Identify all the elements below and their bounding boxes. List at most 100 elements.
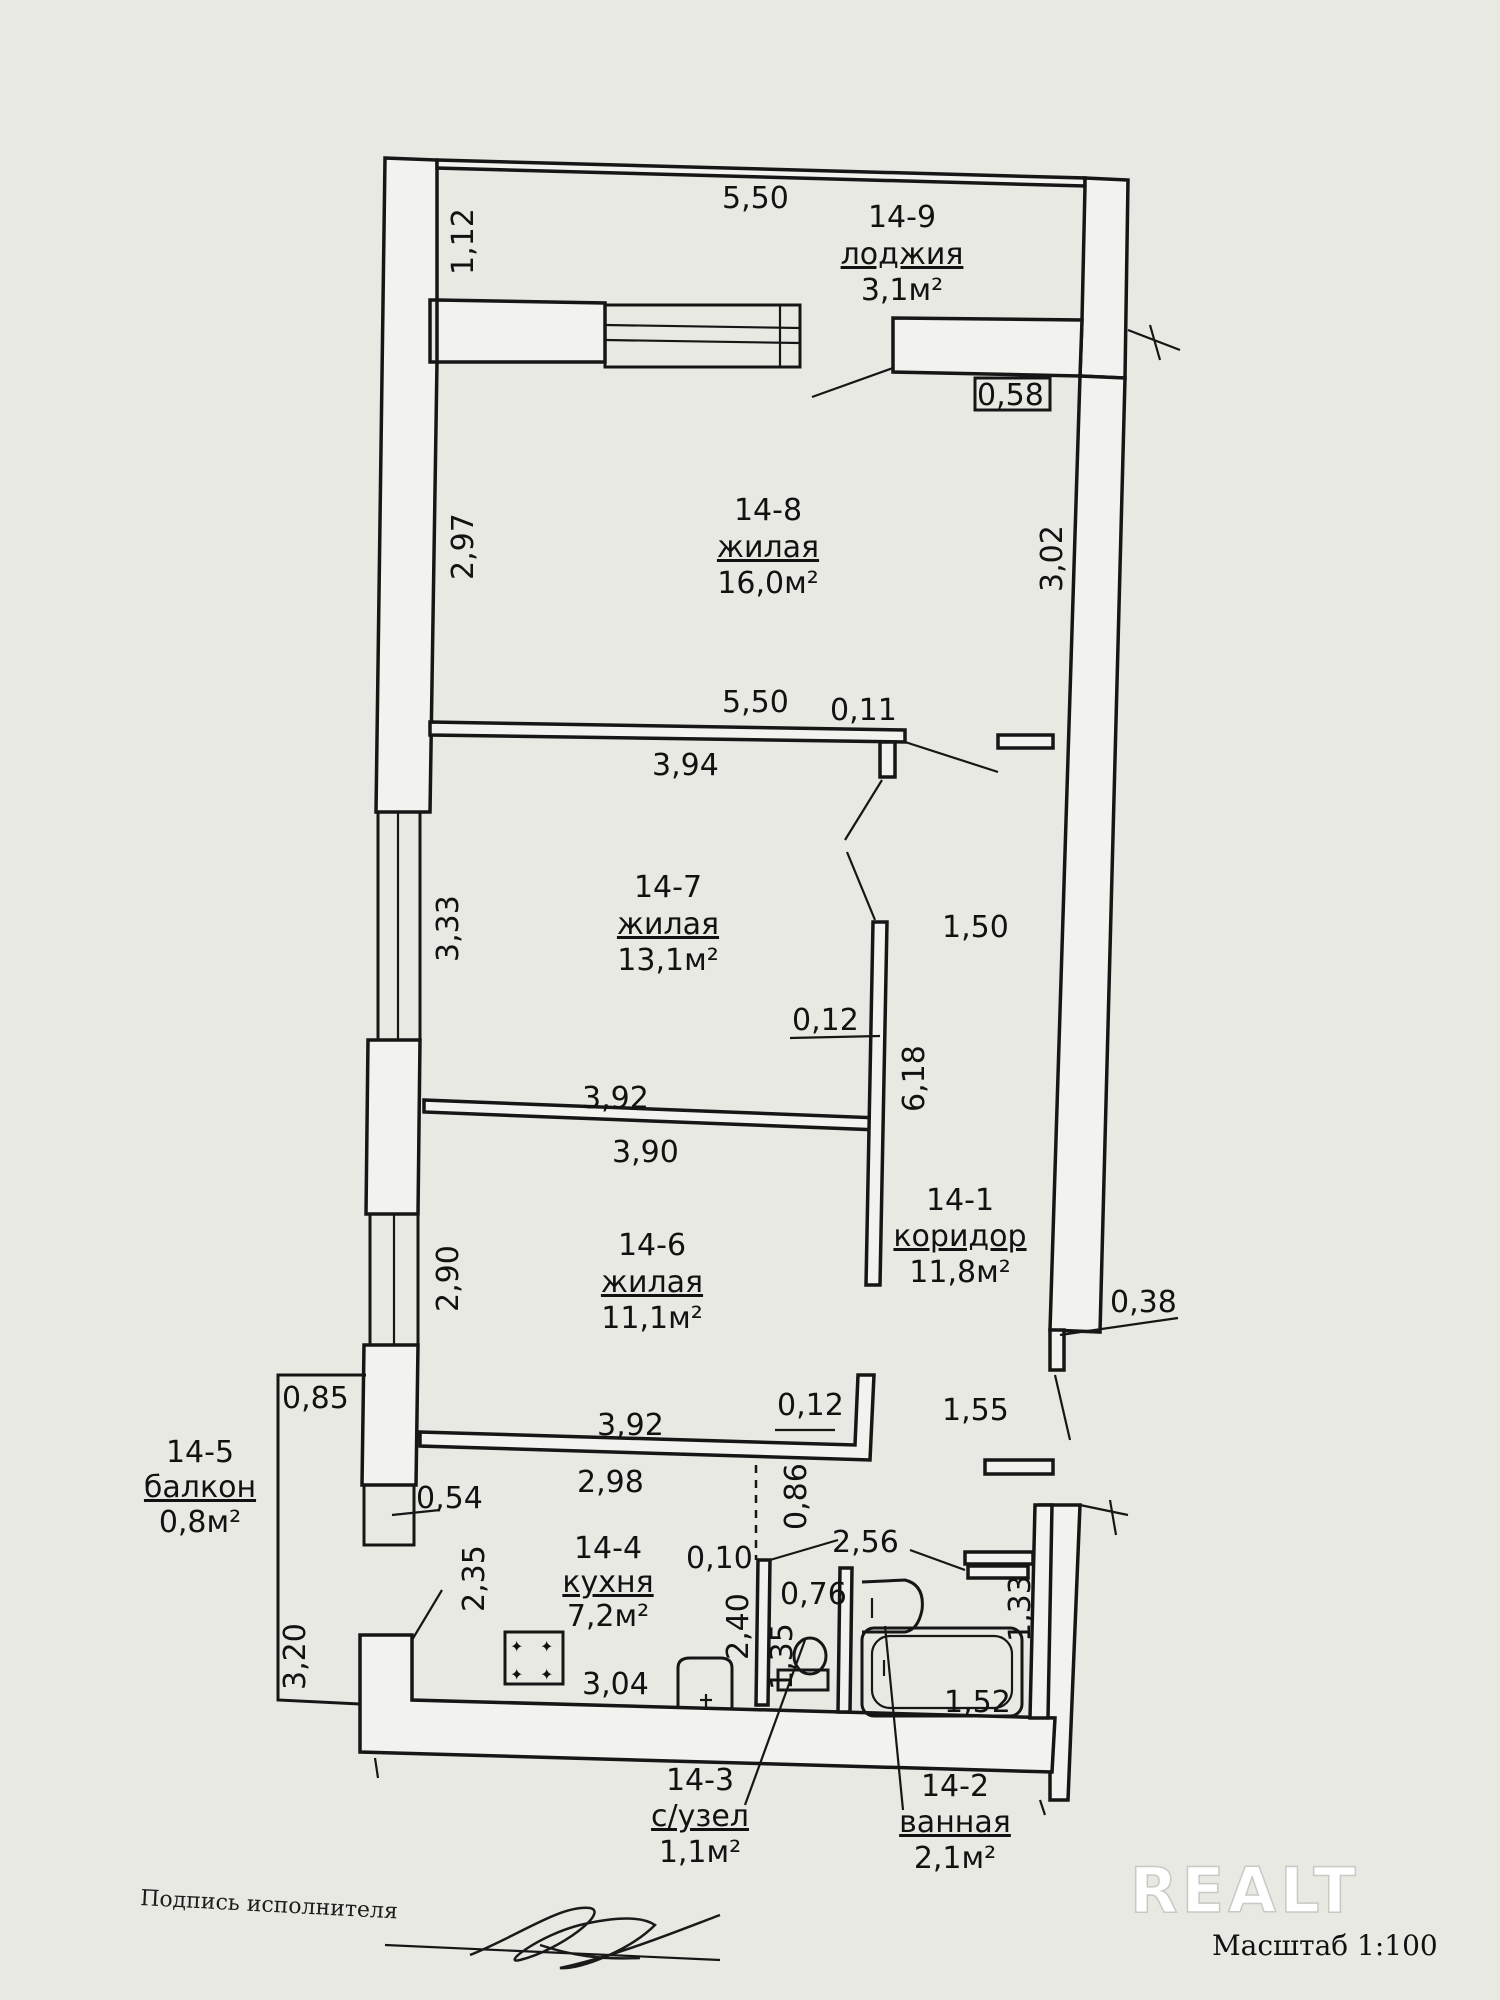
signature-scribble — [469, 1906, 721, 1970]
room-14-4-area: 7,2м² — [567, 1599, 649, 1634]
dim-3-20: 3,20 — [278, 1623, 313, 1690]
room-14-1: 14-1 коридор 11,8м² — [893, 1183, 1026, 1290]
room-14-7-number: 14-7 — [634, 870, 702, 905]
dim-5-50-mid: 5,50 — [722, 685, 789, 720]
signature-label: Подпись исполнителя — [140, 1886, 399, 1924]
room-14-3-name: с/узел — [651, 1799, 749, 1834]
room-14-2-area: 2,1м² — [914, 1841, 996, 1876]
room-14-2-name: ванная — [899, 1805, 1011, 1840]
dim-3-90: 3,90 — [612, 1135, 679, 1170]
wall-left-pier-2 — [360, 1343, 420, 1487]
dim-0-10: 0,10 — [686, 1541, 753, 1576]
dim-2-98: 2,98 — [577, 1465, 644, 1500]
dim-0-86: 0,86 — [779, 1463, 814, 1530]
dim-3-92-a: 3,92 — [582, 1081, 649, 1116]
dim-1-50: 1,50 — [942, 910, 1009, 945]
partition-wc-bath — [836, 1566, 854, 1714]
kitchen-sink-icon — [676, 1656, 734, 1708]
wall-right — [1048, 374, 1127, 1334]
dim-5-50-top: 5,50 — [722, 181, 789, 216]
partitions — [418, 720, 1066, 1714]
footer: Подпись исполнителя REALT Масштаб 1:100 — [140, 1853, 1438, 1970]
loggia-window — [603, 303, 802, 369]
fixtures: ✦ ✦ ✦ ✦ — [503, 1578, 1024, 1718]
room-14-5-area: 0,8м² — [159, 1505, 241, 1540]
dim-2-56: 2,56 — [832, 1525, 899, 1560]
room-14-1-number: 14-1 — [926, 1183, 994, 1218]
room-14-4-name: кухня — [562, 1565, 653, 1600]
dim-0-11: 0,11 — [830, 693, 897, 728]
wall-bath-right — [1028, 1503, 1054, 1720]
balcony — [276, 1373, 366, 1706]
dim-1-33: 1,33 — [1003, 1575, 1038, 1642]
room-14-6-number: 14-6 — [618, 1228, 686, 1263]
room-14-2: 14-2 ванная 2,1м² — [899, 1769, 1011, 1876]
room-14-9-name: лоджия — [841, 237, 964, 272]
room-14-3-number: 14-3 — [666, 1763, 734, 1798]
wall-loggia-bottom-left — [435, 298, 607, 364]
room-14-2-number: 14-2 — [921, 1769, 989, 1804]
svg-text:✦: ✦ — [510, 1665, 523, 1684]
dim-2-35: 2,35 — [457, 1545, 492, 1612]
dim-0-76: 0,76 — [780, 1577, 847, 1612]
toilet-bowl-icon — [792, 1636, 828, 1676]
dim-0-85: 0,85 — [282, 1381, 349, 1416]
dim-1-55: 1,55 — [942, 1393, 1009, 1428]
dim-0-12-b: 0,12 — [777, 1388, 844, 1423]
dim-3-94: 3,94 — [652, 748, 719, 783]
dim-6-18: 6,18 — [897, 1045, 932, 1112]
room-14-5-name: балкон — [144, 1470, 256, 1505]
dim-1-35: 1,35 — [765, 1623, 800, 1690]
leader-lines — [391, 1034, 1179, 1811]
bathtub-icon — [860, 1626, 1024, 1718]
room-14-8-number: 14-8 — [734, 493, 802, 528]
wall-left-pier-1 — [364, 1038, 422, 1216]
washbasin-icon — [861, 1578, 924, 1634]
room-14-3: 14-3 с/узел 1,1м² — [651, 1763, 749, 1870]
realt-watermark: REALT — [1130, 1854, 1360, 1927]
dim-1-12: 1,12 — [446, 208, 481, 275]
door-swings — [769, 366, 1072, 1572]
room-14-4-number: 14-4 — [574, 1531, 642, 1566]
dim-1-52: 1,52 — [944, 1685, 1011, 1720]
dim-0-38: 0,38 — [1110, 1285, 1177, 1320]
dim-2-90: 2,90 — [431, 1245, 466, 1312]
wall-loggia-bottom-right — [891, 316, 1084, 378]
stove-icon — [503, 1630, 565, 1686]
dim-3-04: 3,04 — [582, 1667, 649, 1702]
wall-loggia-right — [1078, 176, 1130, 380]
room-14-3-area: 1,1м² — [659, 1835, 741, 1870]
svg-text:✦: ✦ — [540, 1665, 553, 1684]
dim-0-58-box — [973, 376, 1052, 412]
dim-2-97: 2,97 — [446, 513, 481, 580]
room-14-1-name: коридор — [893, 1219, 1026, 1254]
room-14-8: 14-8 жилая 16,0м² — [717, 493, 819, 601]
dim-3-33: 3,33 — [431, 895, 466, 962]
svg-text:✦: ✦ — [510, 1637, 523, 1656]
room-14-7-area: 13,1м² — [617, 943, 718, 978]
stove-burners: ✦ ✦ ✦ ✦ — [510, 1637, 553, 1684]
break-marks — [373, 324, 1181, 1816]
toilet-tank-icon — [776, 1668, 830, 1692]
room-14-9: 14-9 лоджия 3,1м² — [841, 200, 964, 308]
dim-0-54: 0,54 — [416, 1481, 483, 1516]
facade-windows — [362, 810, 422, 1547]
room-14-8-name: жилая — [717, 530, 819, 565]
room-14-7-name: жилая — [617, 907, 719, 942]
walls — [358, 156, 1130, 1802]
scale-label: Масштаб 1:100 — [1212, 1929, 1438, 1962]
room-14-1-area: 11,8м² — [909, 1255, 1010, 1290]
partition-14-6-kitchen — [418, 1373, 876, 1462]
dim-0-12-a: 0,12 — [792, 1003, 859, 1038]
svg-text:✦: ✦ — [540, 1637, 553, 1656]
dim-0-58: 0,58 — [977, 378, 1044, 413]
wall-left-upper — [374, 156, 439, 814]
room-14-5: 14-5 балкон 0,8м² — [144, 1435, 256, 1540]
dimensions: 5,50 1,12 0,58 2,97 3,02 5,50 0,11 3,94 … — [278, 181, 1177, 1720]
room-14-9-area: 3,1м² — [861, 273, 943, 308]
room-14-4: 14-4 кухня 7,2м² — [562, 1531, 653, 1634]
room-14-9-number: 14-9 — [868, 200, 936, 235]
room-14-6: 14-6 жилая 11,1м² — [601, 1228, 703, 1336]
room-14-8-area: 16,0м² — [717, 566, 818, 601]
